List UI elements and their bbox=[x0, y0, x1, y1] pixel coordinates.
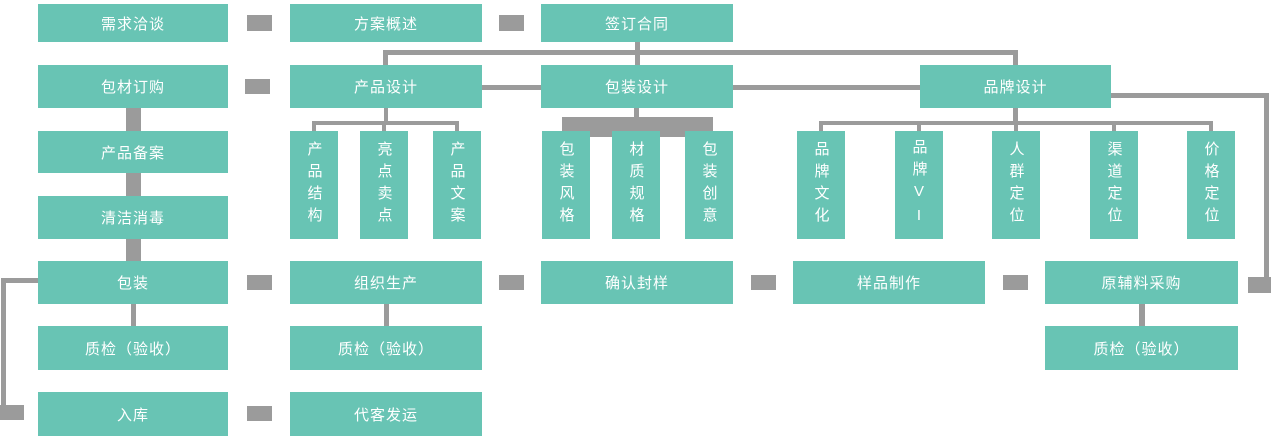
node-crowd-positioning[interactable]: 人群定位 bbox=[992, 131, 1040, 239]
node-label: 产品设计 bbox=[353, 79, 418, 96]
node-qc-mid[interactable]: 质检（验收） bbox=[290, 326, 482, 370]
connector-stub-packing-production bbox=[247, 275, 272, 290]
connector-elbow-branddesign bbox=[1013, 50, 1018, 65]
node-label: 包材订购 bbox=[100, 79, 165, 96]
node-packing[interactable]: 包装 bbox=[38, 261, 228, 304]
node-brand-design[interactable]: 品牌设计 bbox=[920, 65, 1111, 108]
node-label: 产品结构 bbox=[305, 141, 323, 229]
node-label: 签订合同 bbox=[604, 15, 669, 33]
connector-packagedesign-branddesign bbox=[733, 85, 920, 90]
node-label: 价格定位 bbox=[1202, 141, 1220, 229]
node-label: 人群定位 bbox=[1007, 141, 1025, 229]
connector-vstub-filing-cleaning bbox=[126, 173, 141, 196]
node-customer-shipping[interactable]: 代客发运 bbox=[290, 392, 482, 436]
connector-stub-making-purchase bbox=[1003, 275, 1028, 290]
node-qc-right[interactable]: 质检（验收） bbox=[1045, 326, 1238, 370]
node-warehousing[interactable]: 入库 bbox=[38, 392, 228, 436]
connector-packing-qc bbox=[131, 304, 136, 326]
node-brand-vi[interactable]: 品牌VI bbox=[895, 131, 943, 239]
node-sign-contract[interactable]: 签订合同 bbox=[541, 4, 733, 42]
node-confirm-sample[interactable]: 确认封样 bbox=[541, 261, 733, 304]
connector-branddesign-right-h bbox=[1111, 93, 1269, 98]
connector-elbow-product-copy bbox=[455, 121, 459, 131]
node-label: 品牌VI bbox=[910, 139, 928, 231]
node-label: 质检（验收） bbox=[1093, 340, 1190, 358]
node-label: 需求洽谈 bbox=[100, 15, 165, 33]
connector-left-l-horizontal bbox=[1, 278, 38, 283]
node-label: 质检（验收） bbox=[337, 340, 434, 358]
connector-stub-warehouse-shipping bbox=[247, 406, 272, 421]
node-packaging-material-order[interactable]: 包材订购 bbox=[38, 65, 228, 108]
node-product-design[interactable]: 产品设计 bbox=[290, 65, 482, 108]
node-qc-left[interactable]: 质检（验收） bbox=[38, 326, 228, 370]
node-label: 包装创意 bbox=[700, 141, 718, 229]
node-channel-positioning[interactable]: 渠道定位 bbox=[1090, 131, 1138, 239]
node-brand-culture[interactable]: 品牌文化 bbox=[797, 131, 845, 239]
connector-productdesign-packagedesign bbox=[482, 85, 541, 90]
node-label: 确认封样 bbox=[604, 275, 669, 292]
connector-elbow-highlight-selling bbox=[382, 121, 386, 131]
node-proposal-overview[interactable]: 方案概述 bbox=[290, 4, 482, 42]
connector-stub-production-sample bbox=[499, 275, 524, 290]
node-label: 包装设计 bbox=[604, 79, 669, 96]
node-label: 清洁消毒 bbox=[100, 210, 165, 227]
connector-stub-material-productdesign bbox=[245, 79, 270, 94]
connector-elbow-price-positioning bbox=[1209, 121, 1213, 131]
node-label: 代客发运 bbox=[353, 406, 418, 424]
connector-packagedesign-bar bbox=[634, 108, 639, 118]
node-highlight-selling[interactable]: 亮点卖点 bbox=[360, 131, 408, 239]
node-label: 产品备案 bbox=[100, 144, 165, 162]
node-package-style[interactable]: 包装风格 bbox=[542, 131, 590, 239]
node-label: 组织生产 bbox=[353, 275, 418, 292]
node-product-structure[interactable]: 产品结构 bbox=[290, 131, 338, 239]
node-label: 产品文案 bbox=[448, 141, 466, 229]
node-label: 入库 bbox=[116, 406, 149, 424]
node-material-spec[interactable]: 材质规格 bbox=[612, 131, 660, 239]
connector-elbow-brand-culture bbox=[819, 121, 823, 131]
node-package-design[interactable]: 包装设计 bbox=[541, 65, 733, 108]
connector-stub-sample-making bbox=[751, 275, 776, 290]
connector-elbow-product-structure bbox=[312, 121, 316, 131]
connector-stub-far-right bbox=[1248, 277, 1271, 293]
node-demand-talk[interactable]: 需求洽谈 bbox=[38, 4, 228, 42]
connector-elbow-crowd-positioning bbox=[1014, 121, 1018, 131]
connector-left-l-vertical bbox=[1, 278, 6, 409]
node-organize-production[interactable]: 组织生产 bbox=[290, 261, 482, 304]
node-package-creative[interactable]: 包装创意 bbox=[685, 131, 733, 239]
connector-elbow-productdesign bbox=[383, 50, 388, 65]
connector-branddesign-down bbox=[1013, 108, 1018, 121]
connector-vstub-cleaning-packing bbox=[126, 238, 141, 261]
connector-stub-demand-proposal bbox=[247, 15, 272, 31]
connector-production-qc bbox=[384, 304, 389, 326]
node-label: 品牌设计 bbox=[983, 79, 1048, 96]
node-label: 包装 bbox=[116, 275, 149, 292]
node-label: 材质规格 bbox=[627, 141, 645, 229]
node-product-filing[interactable]: 产品备案 bbox=[38, 131, 228, 173]
connector-stub-proposal-contract bbox=[499, 15, 524, 31]
node-cleaning-disinfect[interactable]: 清洁消毒 bbox=[38, 196, 228, 239]
node-label: 亮点卖点 bbox=[375, 141, 393, 229]
node-product-copy[interactable]: 产品文案 bbox=[433, 131, 481, 239]
connector-stub-bottom-left bbox=[0, 405, 24, 420]
connector-elbow-brand-vi bbox=[917, 121, 921, 131]
connector-bar-package-design-children bbox=[562, 117, 713, 137]
connector-purchase-qc bbox=[1139, 304, 1145, 326]
node-label: 品牌文化 bbox=[812, 141, 830, 229]
node-label: 样品制作 bbox=[856, 275, 921, 292]
node-label: 原辅料采购 bbox=[1101, 275, 1182, 292]
connector-productdesign-down bbox=[384, 108, 388, 121]
connector-elbow-channel-positioning bbox=[1112, 121, 1116, 131]
connector-distributor-line bbox=[383, 50, 1018, 55]
connector-branddesign-right-v bbox=[1264, 93, 1269, 278]
node-sample-making[interactable]: 样品制作 bbox=[793, 261, 985, 304]
node-price-positioning[interactable]: 价格定位 bbox=[1187, 131, 1235, 239]
node-label: 包装风格 bbox=[557, 141, 575, 229]
node-label: 质检（验收） bbox=[84, 340, 181, 358]
node-raw-material-purchase[interactable]: 原辅料采购 bbox=[1045, 261, 1238, 304]
node-label: 方案概述 bbox=[353, 15, 418, 33]
node-label: 渠道定位 bbox=[1105, 141, 1123, 229]
connector-vstub-material-filing bbox=[126, 108, 141, 131]
